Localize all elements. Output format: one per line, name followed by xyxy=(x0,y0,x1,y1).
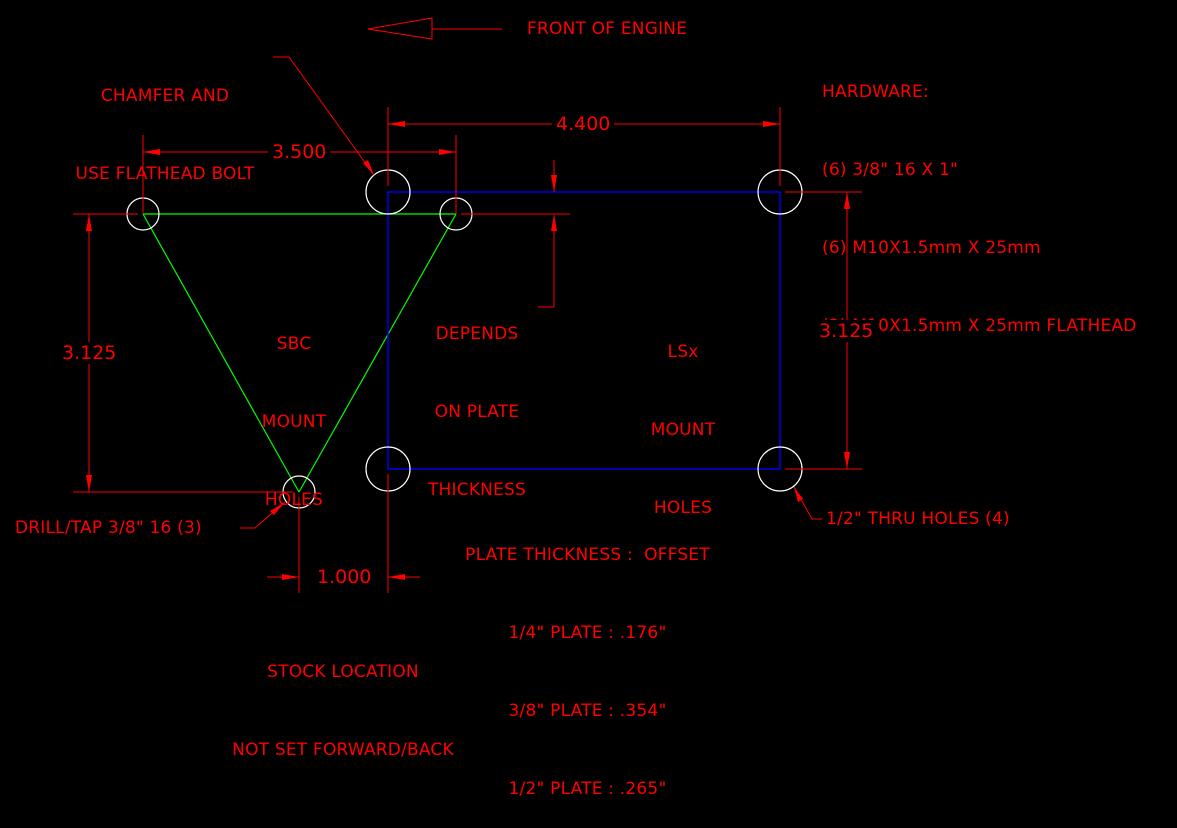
dim-sbc-height: 3.125 xyxy=(58,342,121,364)
plate-table-header: PLATE THICKNESS : OFFSET xyxy=(465,545,710,565)
stock-note-line: STOCK LOCATION xyxy=(267,662,419,682)
plate-thickness-table: PLATE THICKNESS : OFFSET 1/4" PLATE : .1… xyxy=(440,490,735,828)
lsx-label-line: HOLES xyxy=(653,498,713,518)
drill-tap-note: DRILL/TAP 3/8" 16 (3) xyxy=(15,518,202,538)
stock-location-note: STOCK LOCATION NOT SET FORWARD/BACK xyxy=(208,607,478,789)
depends-note: DEPENDS ON PLATE THICKNESS xyxy=(417,269,537,529)
front-arrow-icon xyxy=(367,17,502,40)
thru-holes-note: 1/2" THRU HOLES (4) xyxy=(826,509,1010,529)
hardware-item: (2) M10X1.5mm X 25mm FLATHEAD xyxy=(822,316,1137,336)
dim-offset: 1.000 xyxy=(313,566,376,588)
dimension-arrowheads xyxy=(86,121,850,580)
dim-lsx-height: 3.125 xyxy=(815,320,878,342)
sbc-pattern-triangle xyxy=(142,213,457,493)
depends-note-line: THICKNESS xyxy=(427,480,527,500)
depends-note-line: ON PLATE xyxy=(434,402,520,422)
hardware-title: HARDWARE: xyxy=(822,82,929,102)
depends-note-line: DEPENDS xyxy=(435,324,519,344)
chamfer-note-line-1: CHAMFER AND xyxy=(100,86,230,106)
sbc-label-line: HOLES xyxy=(264,490,324,510)
hardware-list: HARDWARE: (6) 3/8" 16 X 1" (6) M10X1.5mm… xyxy=(822,27,1137,365)
cad-drawing-canvas xyxy=(73,17,862,593)
sbc-label-line: SBC xyxy=(276,334,312,354)
chamfer-note: CHAMFER AND USE FLATHEAD BOLT xyxy=(60,31,270,213)
sbc-label-line: MOUNT xyxy=(261,412,327,432)
dim-lsx-width: 4.400 xyxy=(552,113,615,135)
stock-note-line: NOT SET FORWARD/BACK xyxy=(232,740,454,760)
dim-sbc-width: 3.500 xyxy=(268,141,331,163)
plate-table-row: 1/4" PLATE : .176" xyxy=(508,623,667,643)
lsx-label-line: MOUNT xyxy=(650,420,716,440)
hardware-item: (6) M10X1.5mm X 25mm xyxy=(822,238,1041,258)
lsx-label-line: LSx xyxy=(667,342,699,362)
plate-table-row: 3/8" PLATE : .354" xyxy=(508,701,667,721)
lsx-label: LSx MOUNT HOLES xyxy=(633,287,733,547)
plate-table-row: 1/2" PLATE : .265" xyxy=(508,779,667,799)
lsx-pattern-rectangle xyxy=(387,191,781,470)
hardware-item: (6) 3/8" 16 X 1" xyxy=(822,160,958,180)
sbc-label: SBC MOUNT HOLES xyxy=(244,279,344,539)
chamfer-note-line-2: USE FLATHEAD BOLT xyxy=(75,164,255,184)
front-of-engine-label: FRONT OF ENGINE xyxy=(527,19,688,39)
